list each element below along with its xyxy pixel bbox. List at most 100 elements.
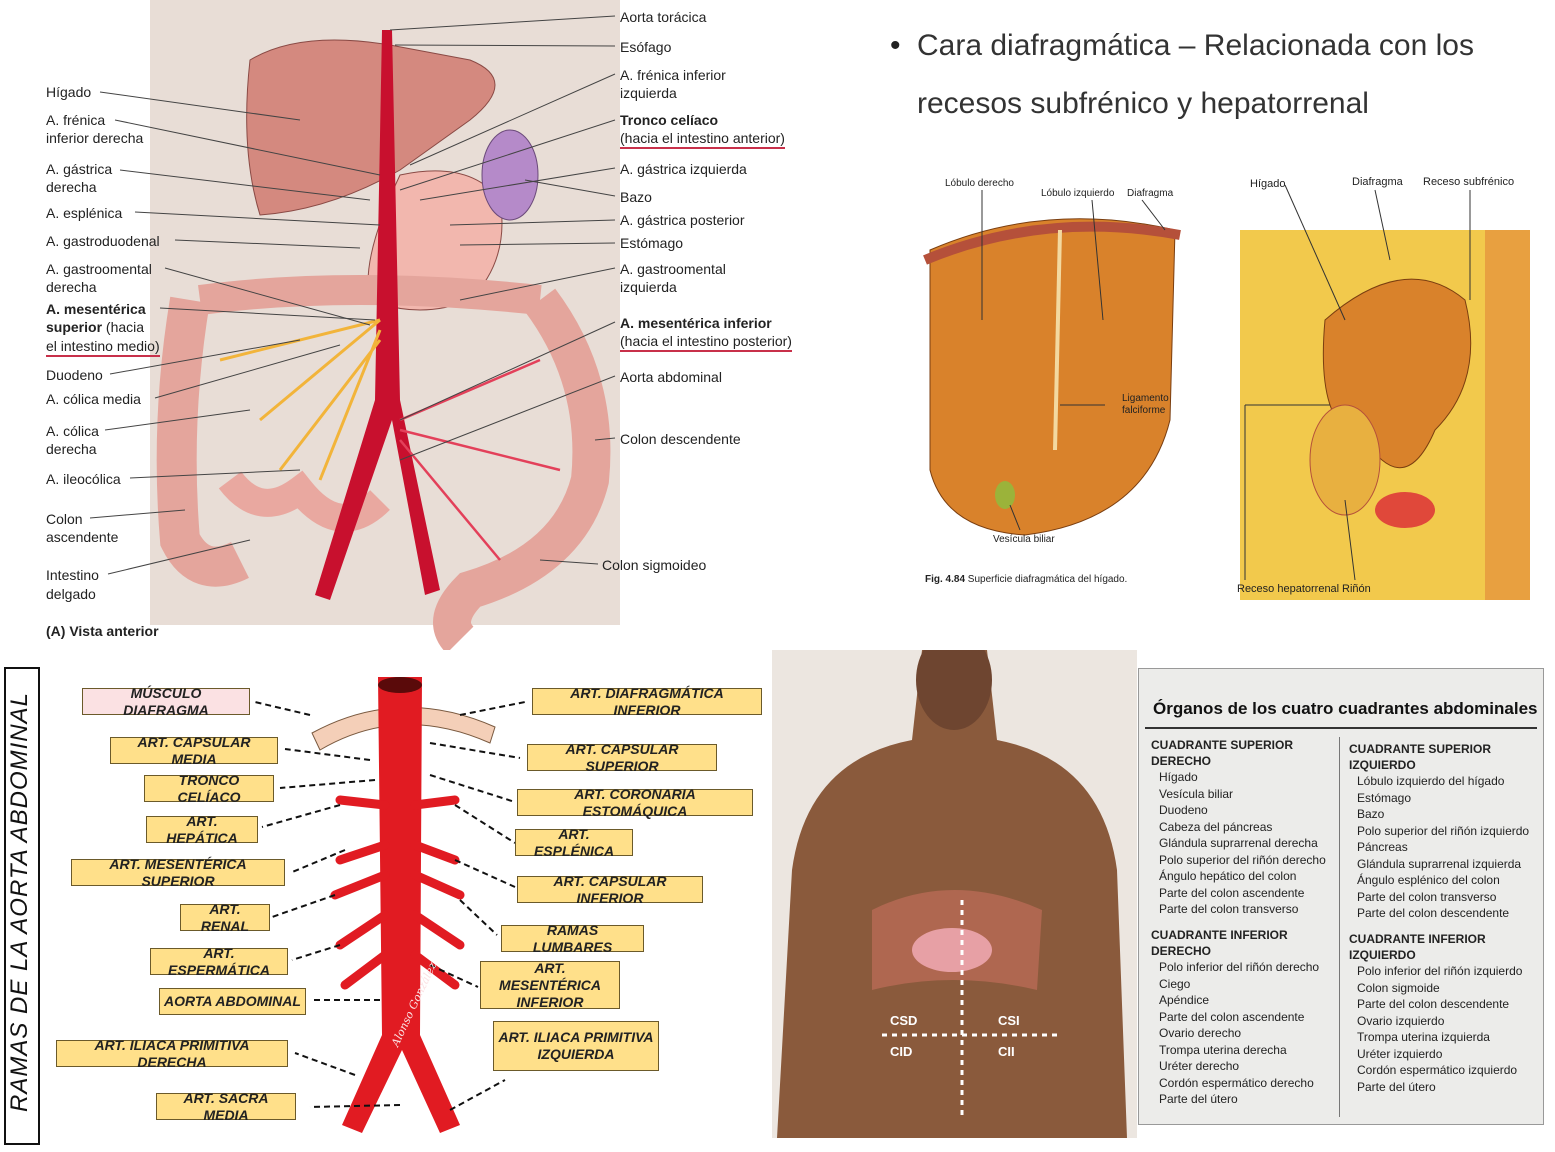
bullet: • <box>890 29 901 62</box>
label-aorta-toracica: Aorta torácica <box>620 9 707 25</box>
diaphragmatic-surface-panel: • Cara diafragmática – Relacionada con l… <box>845 0 1555 625</box>
label-aorta-abdominal: Aorta abdominal <box>620 369 722 385</box>
liver-shape <box>246 39 496 216</box>
ima-branches <box>399 358 561 561</box>
descending-colon-shape <box>433 288 611 650</box>
box-art-espermatica: ART. ESPERMÁTICA <box>150 945 288 978</box>
label-tronco-celiaco-2: (hacia el intestino anterior) <box>620 129 785 149</box>
transverse-colon-shape <box>198 275 542 315</box>
aorta-trunk <box>342 677 460 1133</box>
label-lobulo-izquierdo: Lóbulo izquierdo <box>1041 188 1115 199</box>
label-a-colica-d-2: derecha <box>46 441 97 457</box>
label-a-colica-media: A. cólica media <box>46 391 141 407</box>
label-tronco-celiaco: Tronco celíaco <box>620 112 719 128</box>
anterior-view-panel: Hígado A. frénica inferior derecha A. gá… <box>0 0 835 650</box>
label-a-colica-d: A. cólica <box>46 423 99 439</box>
label-falciforme: falciforme <box>1122 405 1166 416</box>
box-art-coronaria-estomaquica: ART. CORONARIA ESTOMÁQUICA <box>517 786 753 819</box>
label-a-frenica: A. frénica <box>46 112 106 128</box>
diaphragm-cap <box>923 221 1181 265</box>
label-colon-sigm: Colon sigmoideo <box>602 557 707 573</box>
label-a-gastroomental-d-2: derecha <box>46 279 97 295</box>
label-receso-hepatorrenal: Receso hepatorrenal <box>1237 583 1340 595</box>
label-a-gastrica-2: derecha <box>46 179 97 195</box>
label-a-mesenterica-sup: A. mesentérica <box>46 301 146 317</box>
slide-title-line1: Cara diafragmática – Relacionada con los <box>917 29 1474 62</box>
label-a-esplenica: A. esplénica <box>46 205 123 221</box>
colon-section <box>1375 492 1435 528</box>
label-a-mesenterica-inf-2: (hacia el intestino posterior) <box>620 332 792 352</box>
section-leader-lines <box>981 184 1471 581</box>
falciform-line <box>1053 229 1062 451</box>
label-rinon: Riñón <box>1342 583 1371 595</box>
torso-illustration <box>772 650 1137 1138</box>
quadrants-table-panel: Órganos de los cuatro cuadrantes abdomin… <box>1138 668 1544 1125</box>
box-art-diafragmatica-inferior: ART. DIAFRAGMÁTICA INFERIOR <box>532 685 762 718</box>
label-a-mesenterica-sup-3: el intestino medio) <box>46 337 160 357</box>
aorta-shape <box>315 30 440 600</box>
box-aorta-abdominal: AORTA ABDOMINAL <box>159 988 306 1015</box>
label-a-gastroomental-i: A. gastroomental <box>620 261 726 277</box>
table-title: Órganos de los cuatro cuadrantes abdomin… <box>1153 699 1538 718</box>
title-rule <box>1145 727 1537 729</box>
diaphragm-arc <box>311 706 496 751</box>
label-a-mesenterica-inf: A. mesentérica inferior <box>620 315 772 331</box>
aorta-branches <box>330 795 465 990</box>
quadrant-sup-izq: CUADRANTE SUPERIOR IZQUIERDO Lóbulo izqu… <box>1349 742 1530 920</box>
label-a-gastroomental-d: A. gastroomental <box>46 261 152 277</box>
quadrant-sup-der: CUADRANTE SUPERIOR DERECHO Hígado Vesícu… <box>1151 738 1326 916</box>
label-higado: Hígado <box>46 84 92 100</box>
liver-front-shape <box>929 218 1176 536</box>
label-a-frenica-izq-2: izquierda <box>620 85 677 101</box>
stomach-overlay <box>912 928 992 972</box>
label-a-mesenterica-sup-2: superior (hacia <box>46 319 145 335</box>
label-colon-desc: Colon descendente <box>620 431 741 447</box>
label-csd: CSD <box>890 1013 918 1028</box>
label-csi: CSI <box>998 1013 1020 1028</box>
label-diafragma-1: Diafragma <box>1127 188 1174 199</box>
kidney-shape <box>1309 404 1381 516</box>
box-ramas-lumbares: RAMAS LUMBARES <box>501 922 644 955</box>
label-colon-asc: Colon <box>46 511 83 527</box>
label-a-frenica-izq: A. frénica inferior <box>620 67 726 83</box>
anterior-view-illustration <box>89 0 620 650</box>
abdominal-wall <box>1485 230 1530 600</box>
label-intestino: Intestino <box>46 567 99 583</box>
box-tronco-celiaco: TRONCO CELÍACO <box>144 772 274 805</box>
label-intestino-2: delgado <box>46 586 96 602</box>
box-musculo-diafragma: MÚSCULO DIAFRAGMA <box>82 685 250 718</box>
head-shape <box>916 650 992 730</box>
label-vesicula: Vesícula biliar <box>993 534 1055 545</box>
label-cid: CID <box>890 1044 913 1059</box>
label-a-ileocolica: A. ileocólica <box>46 471 121 487</box>
caption-vista-anterior: (A) Vista anterior <box>46 623 159 639</box>
liver-illustrations <box>923 184 1530 600</box>
box-art-esplenica: ART. ESPLÉNICA <box>515 826 633 859</box>
box-art-mesenterica-superior: ART. MESENTÉRICA SUPERIOR <box>71 856 285 889</box>
box-art-hepatica: ART. HEPÁTICA <box>146 813 258 846</box>
label-colon-asc-2: ascendente <box>46 529 119 545</box>
label-ligamento: Ligamento <box>1122 393 1169 404</box>
label-duodeno: Duodeno <box>46 367 103 383</box>
label-a-gastrica-izq: A. gástrica izquierda <box>620 161 747 177</box>
label-a-frenica-2: inferior derecha <box>46 130 144 146</box>
label-bazo: Bazo <box>620 189 652 205</box>
fig-caption: Fig. 4.84 Superficie diafragmática del h… <box>925 574 1128 585</box>
gallbladder-shape <box>995 481 1015 509</box>
quadrants-photo-panel: CSD CSI CID CII <box>772 650 1137 1138</box>
vertical-title-frame <box>4 667 40 1145</box>
label-a-gastrica: A. gástrica <box>46 161 113 177</box>
label-a-gastroomental-i-2: izquierda <box>620 279 677 295</box>
box-art-capsular-media: ART. CAPSULAR MEDIA <box>110 734 278 767</box>
label-diafragma-2: Diafragma <box>1352 176 1403 188</box>
aorta-branches-panel: RAMAS DE LA AORTA ABDOMINAL Alonso Gonzá… <box>0 655 770 1152</box>
box-art-capsular-inferior: ART. CAPSULAR INFERIOR <box>517 873 703 906</box>
label-a-gastrica-post: A. gástrica posterior <box>620 212 745 228</box>
quadrant-inf-der: CUADRANTE INFERIOR DERECHO Polo inferior… <box>1151 928 1320 1106</box>
box-art-renal: ART. RENAL <box>180 901 270 934</box>
ascending-colon-shape <box>156 296 249 587</box>
label-cii: CII <box>998 1044 1015 1059</box>
dashed-arrows <box>254 701 526 1111</box>
aorta-lumen <box>378 677 422 693</box>
